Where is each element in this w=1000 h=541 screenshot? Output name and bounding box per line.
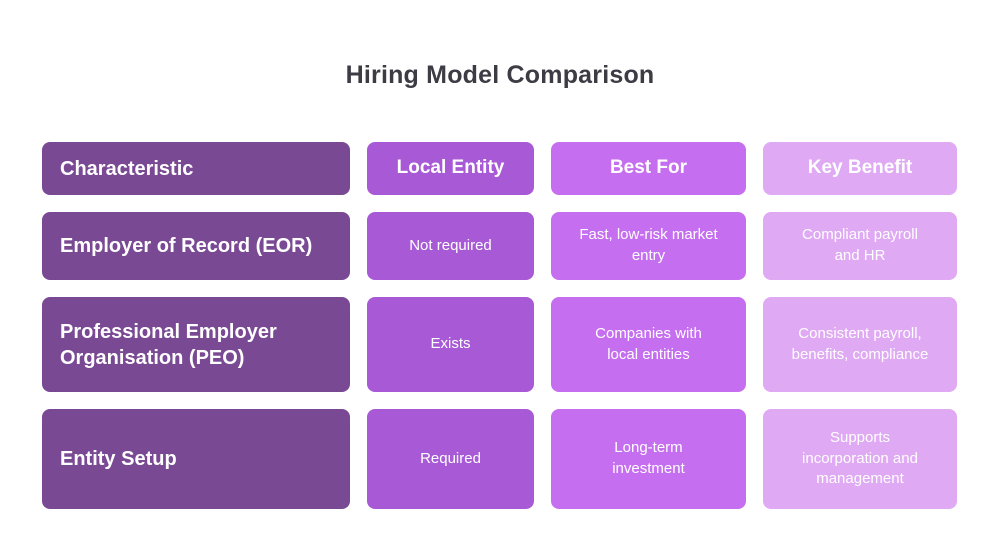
cell-entity-setup-best-for: Long-term investment	[551, 409, 746, 509]
header-cell-local-entity: Local Entity	[367, 142, 534, 195]
page-title: Hiring Model Comparison	[345, 61, 655, 89]
row-eor-label: Employer of Record (EOR)	[42, 212, 350, 280]
row-entity-setup-label: Entity Setup	[42, 409, 350, 509]
comparison-table: Characteristic Local Entity Best For Key…	[42, 142, 957, 509]
cell-entity-setup-key-benefit: Supports incorporation and management	[763, 409, 957, 509]
header-cell-characteristic: Characteristic	[42, 142, 350, 195]
header-cell-best-for: Best For	[551, 142, 746, 195]
cell-peo-key-benefit: Consistent payroll, benefits, compliance	[763, 297, 957, 392]
header-cell-key-benefit: Key Benefit	[763, 142, 957, 195]
cell-eor-key-benefit: Compliant payroll and HR	[763, 212, 957, 280]
cell-entity-setup-local-entity: Required	[367, 409, 534, 509]
cell-eor-local-entity: Not required	[367, 212, 534, 280]
row-peo-label: Professional Employer Organisation (PEO)	[42, 297, 350, 392]
cell-eor-best-for: Fast, low-risk market entry	[551, 212, 746, 280]
cell-peo-local-entity: Exists	[367, 297, 534, 392]
cell-peo-best-for: Companies with local entities	[551, 297, 746, 392]
